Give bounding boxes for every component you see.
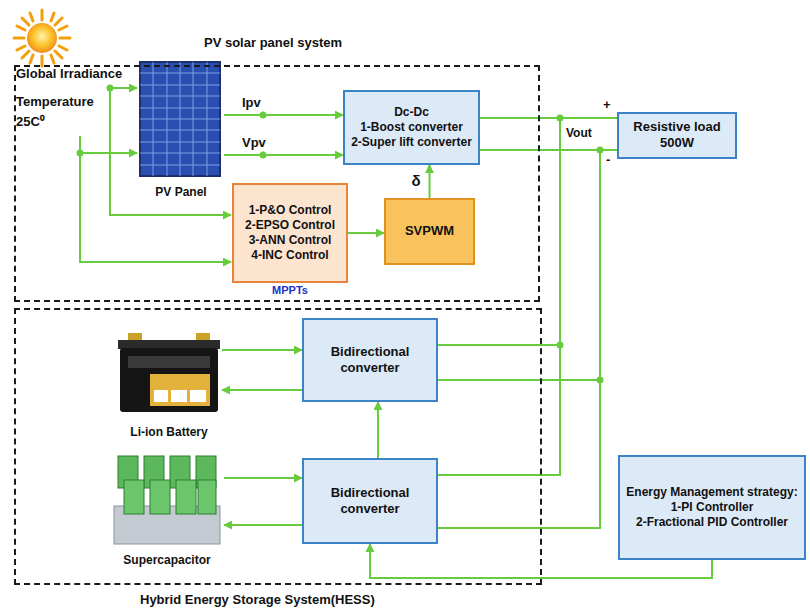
signal-label: δ [410, 172, 423, 189]
supercap-cell [176, 480, 196, 514]
group-caption: MPPTs [234, 284, 346, 298]
bidirectional-converter-box: Bidirectional converter [302, 458, 438, 544]
temperature-wire [80, 152, 137, 154]
battery-sticker-cell [154, 390, 168, 402]
box-title: Resistive load 500W [624, 119, 730, 152]
temperature-wire [80, 136, 231, 262]
panel-grid [140, 62, 220, 176]
box-title: Bidirectional converter [309, 344, 431, 377]
load-box: Resistive load 500W [617, 112, 737, 159]
mppt-box: 1-P&O Control2-EPSO Control3-ANN Control… [232, 183, 348, 283]
signal-label: Vpv [240, 135, 268, 150]
box-line: 3-ANN Control [249, 233, 332, 248]
box-title: Dc-Dc [394, 105, 429, 120]
battery-sticker-cell [171, 390, 187, 402]
supercapacitor: Supercapacitor [110, 450, 224, 568]
terminal-sign: + [603, 97, 611, 112]
signal-label: Ipv [240, 95, 263, 110]
connector-line [224, 114, 343, 116]
terminal-sign: - [606, 152, 610, 167]
connector-line [429, 165, 431, 198]
battery-sticker-cell [190, 390, 206, 402]
box-line: 1-Boost converter [360, 120, 463, 135]
picture-caption: PV Panel [155, 185, 206, 200]
dc-dc-converter-box: Dc-Dc1-Boost converter2-Super lift conve… [343, 90, 480, 165]
supercapacitor-picture [114, 456, 220, 544]
supercap-cell [150, 480, 170, 514]
connector-line [224, 524, 302, 526]
battery-band [128, 356, 210, 368]
battery-sticker [150, 374, 210, 406]
region-heading: PV solar panel system [204, 35, 342, 51]
connector-line [224, 477, 302, 479]
picture-caption: Li-ion Battery [130, 425, 207, 440]
connector-line [222, 349, 302, 351]
pv-panel-picture [140, 62, 220, 176]
signal-label: Vout [566, 126, 592, 140]
connector-line [224, 154, 343, 156]
li-ion-battery: Li-ion Battery [116, 330, 222, 440]
battery-lid [118, 340, 220, 349]
connector-line [377, 402, 379, 458]
input-label: Temperature 25C⁰ [16, 92, 108, 132]
junction-dot [107, 85, 114, 92]
irradiance-wire [110, 88, 231, 215]
signal-wires [80, 88, 231, 262]
hess-region: Hybrid Energy Storage System(HESS)Li-ion… [14, 308, 542, 585]
box-title: SVPWM [405, 223, 454, 239]
supercap-cell [198, 480, 216, 514]
sun-icon [14, 10, 70, 66]
junction-dot [77, 150, 84, 157]
box-line: 2-Super lift converter [351, 135, 472, 150]
sun-disc [27, 23, 57, 53]
energy-management-box: Energy Management strategy:1-PI Controll… [618, 455, 806, 560]
battery-body [120, 348, 218, 412]
svpwm-box: SVPWM [384, 198, 475, 265]
connector-line [348, 232, 384, 234]
sun-rays [14, 10, 70, 66]
box-line: 2-Fractional PID Controller [636, 515, 788, 530]
connector-line [438, 118, 617, 475]
irradiance-wire [110, 87, 137, 89]
box-title: Energy Management strategy: [626, 485, 797, 500]
picture-caption: Supercapacitor [123, 553, 210, 568]
connector-line [438, 150, 617, 380]
box-line: 4-INC Control [251, 248, 328, 263]
connector-line [222, 389, 302, 391]
panel-body [140, 62, 220, 176]
supercap-cell [124, 480, 144, 514]
battery-picture [118, 333, 220, 412]
region-heading: Hybrid Energy Storage System(HESS) [140, 592, 375, 608]
connector-line [480, 149, 617, 151]
bidirectional-converter-box: Bidirectional converter [302, 318, 438, 402]
box-line: 1-PI Controller [671, 500, 754, 515]
box-line: 2-EPSO Control [245, 218, 335, 233]
input-label: Global Irradiance [16, 66, 122, 81]
box-title: 1-P&O Control [249, 203, 332, 218]
pv-panel: PV Panel [138, 60, 224, 200]
box-title: Bidirectional converter [309, 485, 431, 518]
